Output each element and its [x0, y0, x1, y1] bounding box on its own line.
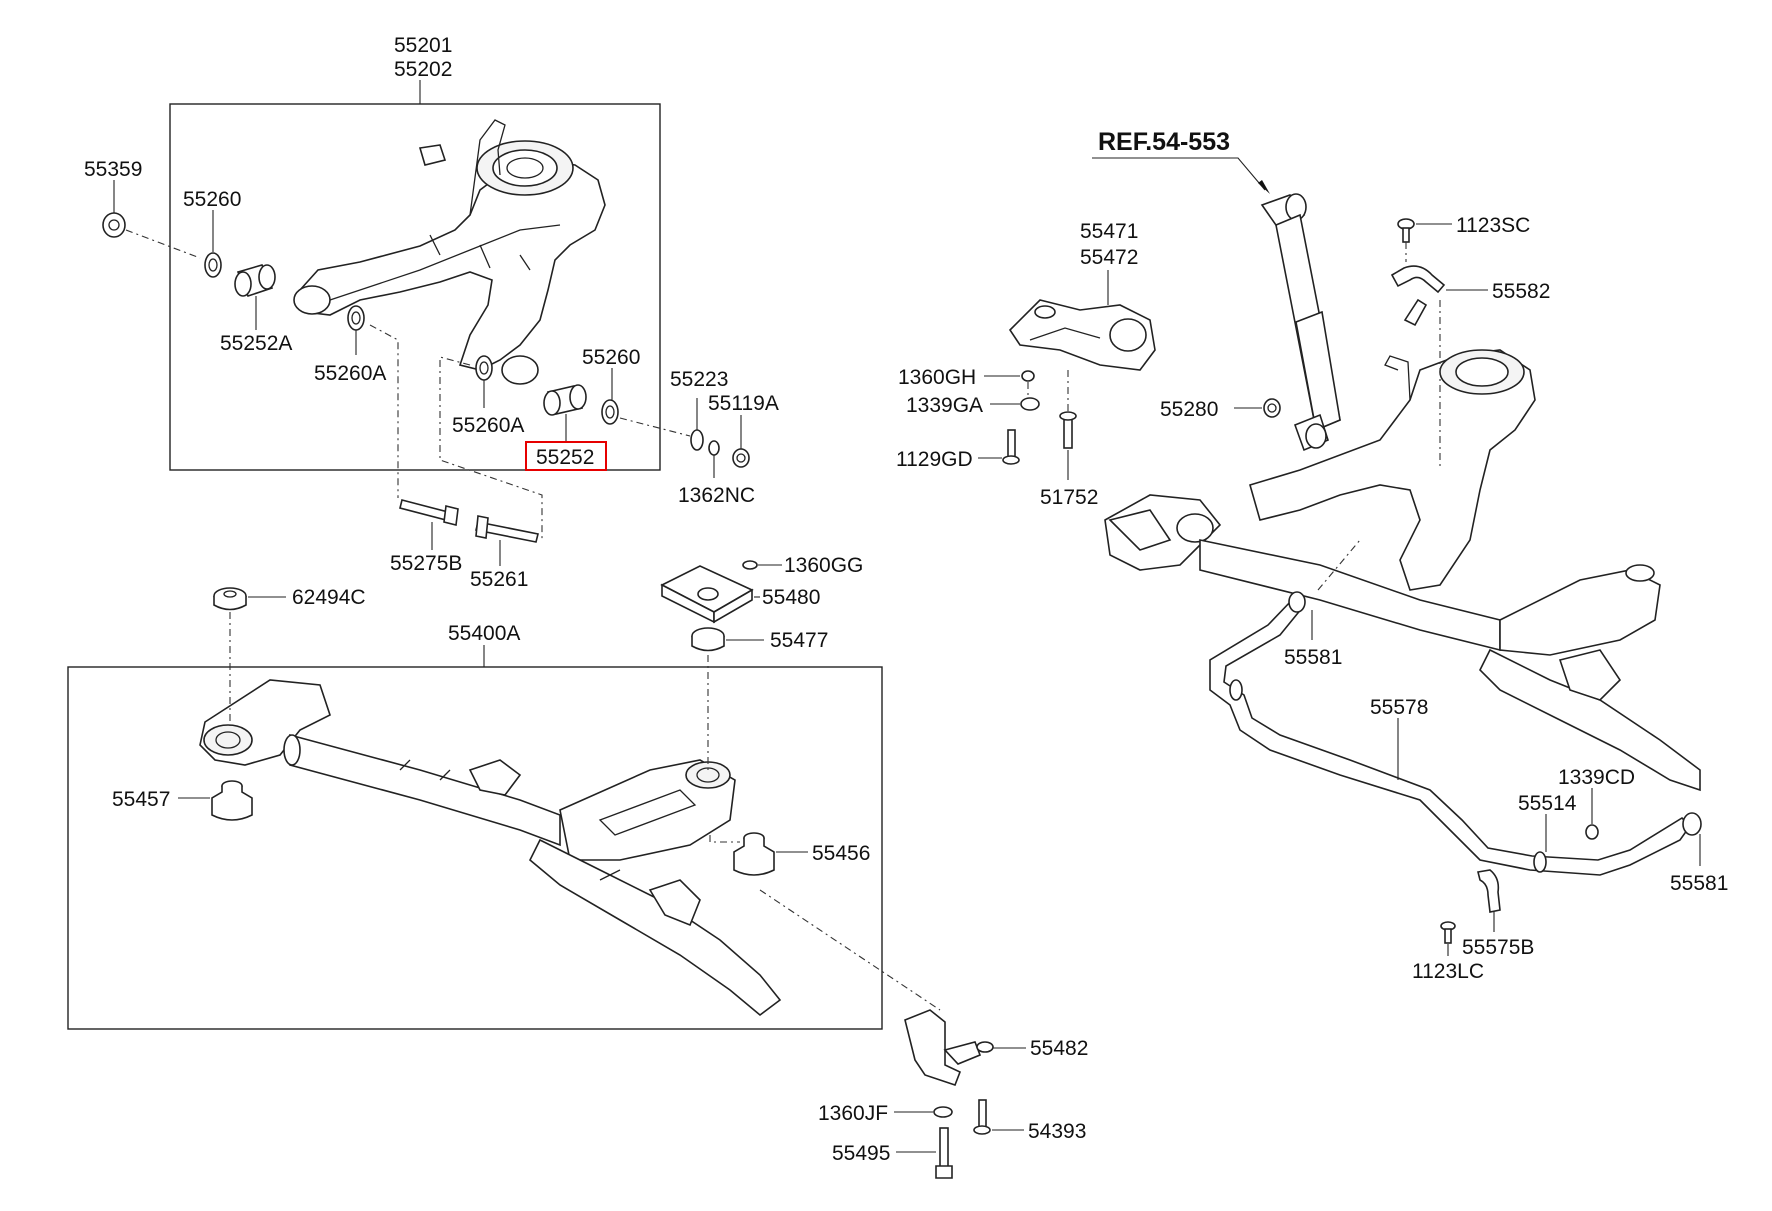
part-1360GH-washer[interactable]: [1021, 370, 1035, 382]
part-1360JF-washer[interactable]: [933, 1106, 953, 1118]
crossmember-part[interactable]: [199, 679, 782, 1017]
label-55359[interactable]: 55359: [84, 158, 142, 181]
label-55201[interactable]: 55201: [394, 34, 452, 57]
ref-label[interactable]: REF.54-553: [1098, 128, 1230, 156]
label-1123SC[interactable]: 1123SC: [1456, 214, 1530, 237]
part-55480-plate[interactable]: [660, 565, 754, 624]
part-55261-bolt[interactable]: [475, 515, 539, 543]
label-55472[interactable]: 55472: [1080, 246, 1138, 269]
label-55119A[interactable]: 55119A: [708, 392, 779, 415]
label-55582[interactable]: 55582: [1492, 280, 1550, 303]
label-55252A[interactable]: 55252A: [220, 332, 292, 355]
part-55495-bolt[interactable]: [935, 1127, 953, 1179]
label-1123LC[interactable]: 1123LC: [1412, 960, 1484, 983]
label-55260-right[interactable]: 55260: [582, 346, 640, 369]
part-51752-bolt[interactable]: [1059, 411, 1077, 449]
label-54393[interactable]: 54393: [1028, 1120, 1086, 1143]
label-51752[interactable]: 51752: [1040, 486, 1098, 509]
part-55471-bracket[interactable]: [1008, 299, 1156, 371]
part-55482-bracket[interactable]: [904, 1009, 994, 1087]
lower-arm-box: [169, 103, 661, 471]
part-62494C-bushing[interactable]: [213, 587, 247, 611]
lower-arm-group: 55201 55202 55359 55260: [84, 34, 691, 540]
part-55252-bushing[interactable]: [543, 384, 587, 416]
part-55456-mount[interactable]: [733, 832, 775, 876]
label-55495[interactable]: 55495: [832, 1142, 890, 1165]
part-55575B-clamp[interactable]: [1477, 869, 1501, 913]
part-55582-clamp[interactable]: [1390, 265, 1446, 294]
part-55260-washer-right[interactable]: [601, 399, 619, 425]
label-55280[interactable]: 55280: [1160, 398, 1218, 421]
label-1360JF[interactable]: 1360JF: [818, 1102, 888, 1125]
part-55275B-bolt[interactable]: [399, 499, 459, 526]
label-55581-right[interactable]: 55581: [1670, 872, 1728, 895]
label-1129GD[interactable]: 1129GD: [896, 448, 973, 471]
part-55260-washer-top[interactable]: [204, 252, 222, 278]
part-55260A-washer-left[interactable]: [347, 305, 365, 331]
label-55252[interactable]: 55252: [536, 446, 594, 469]
part-1339GA-washer[interactable]: [1020, 397, 1040, 411]
label-55400A[interactable]: 55400A: [448, 622, 520, 645]
part-1123SC-bolt[interactable]: [1397, 218, 1415, 243]
label-55223[interactable]: 55223: [670, 368, 728, 391]
label-55456[interactable]: 55456: [812, 842, 870, 865]
lower-arm-part[interactable]: [293, 119, 606, 385]
part-1129GD-bolt[interactable]: [1002, 429, 1020, 465]
label-1360GH[interactable]: 1360GH: [898, 366, 976, 389]
label-1339GA[interactable]: 1339GA: [906, 394, 983, 417]
label-55457[interactable]: 55457: [112, 788, 170, 811]
label-1362NC[interactable]: 1362NC: [678, 484, 755, 507]
label-55477[interactable]: 55477: [770, 629, 828, 652]
part-1362NC-washer[interactable]: [708, 440, 720, 456]
label-55261[interactable]: 55261: [470, 568, 528, 591]
shock-absorber-part[interactable]: [1260, 193, 1341, 452]
crossmember-box: [67, 666, 883, 1030]
crossmember-group: 55400A: [67, 622, 883, 1030]
label-55578[interactable]: 55578: [1370, 696, 1428, 719]
part-1339CD-nut[interactable]: [1585, 824, 1599, 840]
label-62494C[interactable]: 62494C: [292, 586, 366, 609]
label-55482[interactable]: 55482: [1030, 1037, 1088, 1060]
part-55477-bushing[interactable]: [691, 627, 725, 652]
part-55119A-nut[interactable]: [732, 448, 750, 468]
part-1360GG-washer[interactable]: [742, 560, 758, 570]
label-55260-top[interactable]: 55260: [183, 188, 241, 211]
label-1339CD[interactable]: 1339CD: [1558, 766, 1635, 789]
label-55275B[interactable]: 55275B: [390, 552, 462, 575]
label-55480[interactable]: 55480: [762, 586, 820, 609]
part-55223-washer[interactable]: [690, 429, 704, 451]
label-55471[interactable]: 55471: [1080, 220, 1138, 243]
label-55202[interactable]: 55202: [394, 58, 452, 81]
label-55514[interactable]: 55514: [1518, 792, 1577, 815]
part-55280-nut[interactable]: [1263, 398, 1281, 418]
label-55260A-mid[interactable]: 55260A: [452, 414, 524, 437]
label-55575B[interactable]: 55575B: [1462, 936, 1534, 959]
part-55359-nut[interactable]: [102, 212, 126, 238]
part-54393-bolt[interactable]: [973, 1099, 991, 1135]
assembled-suspension-part[interactable]: [1104, 298, 1701, 792]
stabilizer-bar-part[interactable]: [1209, 591, 1702, 876]
part-1123LC-bolt[interactable]: [1440, 921, 1456, 944]
part-55260A-washer-mid[interactable]: [475, 355, 493, 381]
label-55581-left[interactable]: 55581: [1284, 646, 1342, 669]
label-1360GG[interactable]: 1360GG: [784, 554, 863, 577]
label-55260A-left[interactable]: 55260A: [314, 362, 386, 385]
part-55252A-bushing[interactable]: [234, 264, 276, 297]
part-55457-mount[interactable]: [211, 780, 253, 821]
highlight-box-55252: [525, 441, 607, 471]
